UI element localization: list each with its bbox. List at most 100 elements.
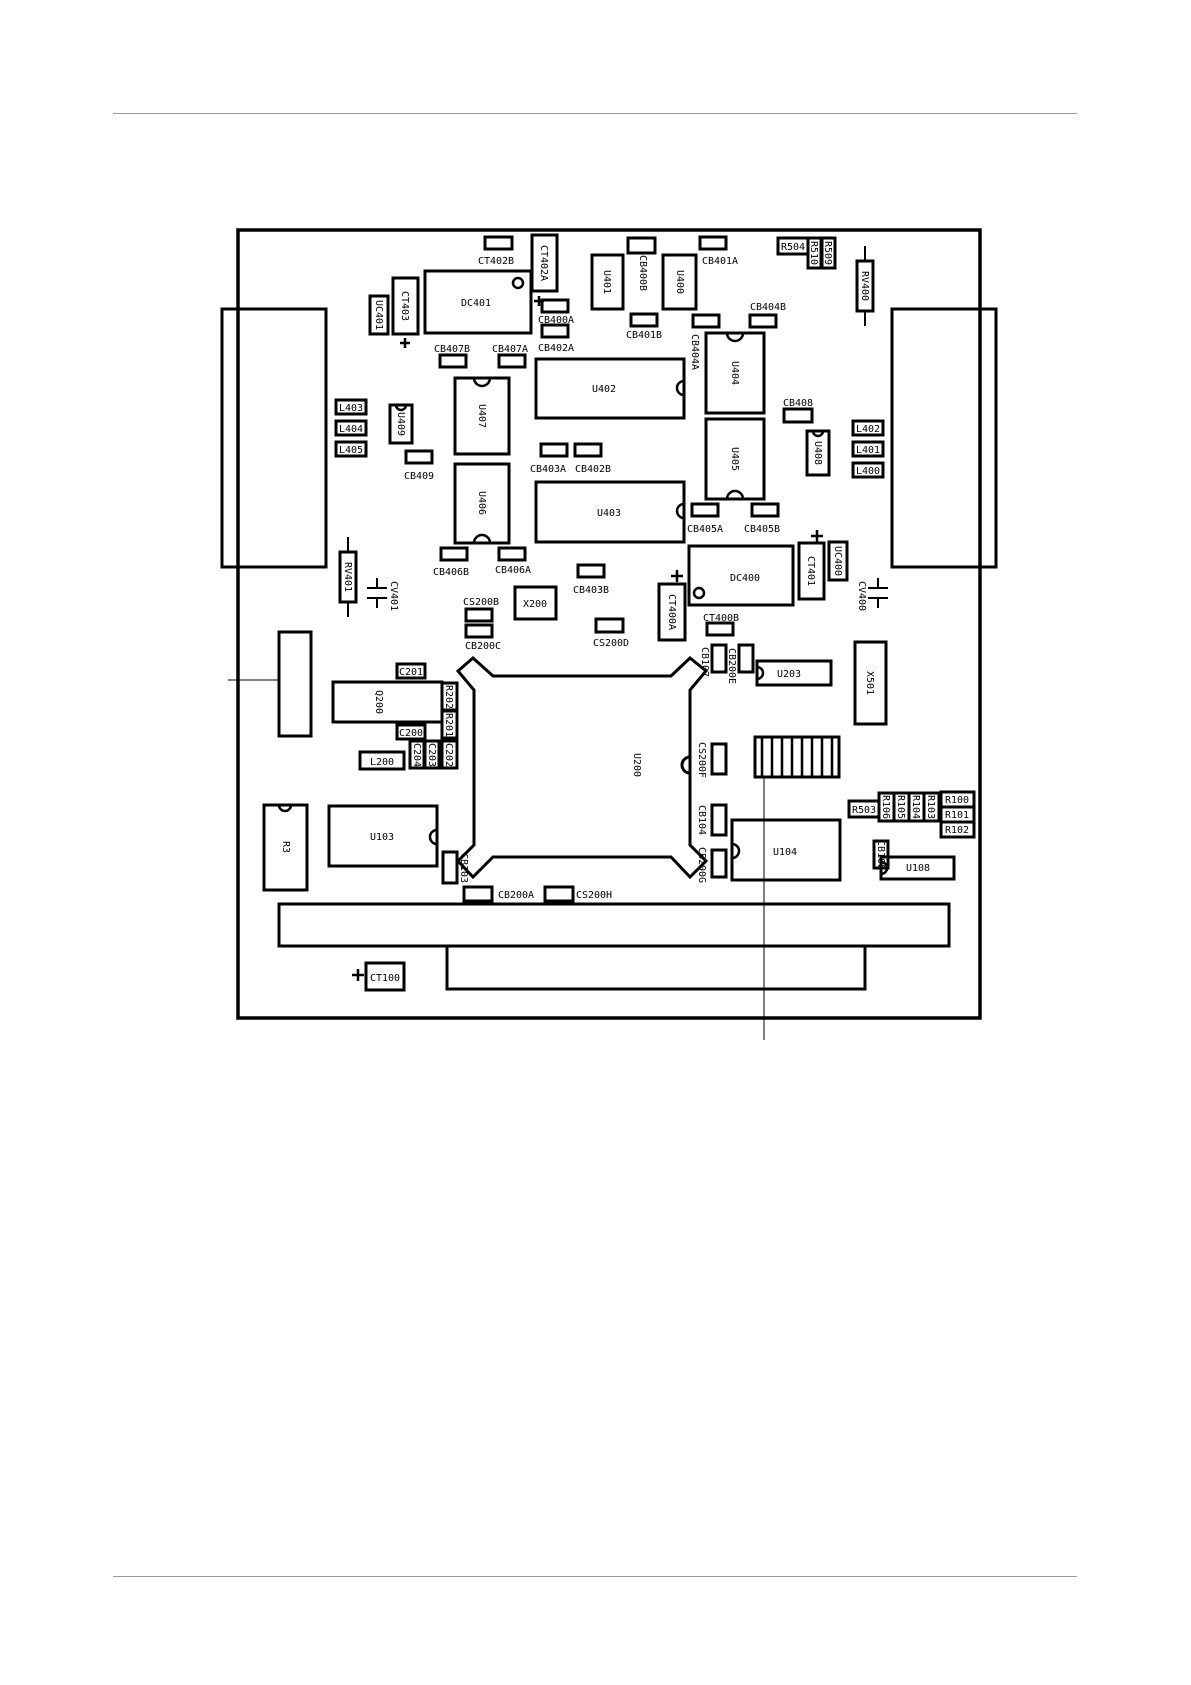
u200-notch [680,755,691,775]
ic-socket-pins [760,737,834,777]
c203-part [423,739,441,770]
cb409-part [404,449,434,465]
cb406a-label: CB406A [495,565,531,576]
ct400a-plus [671,570,683,582]
cs200f-part [710,742,728,776]
u200-chip-outline [455,655,709,880]
cb408-part [782,407,814,424]
board-outline [236,228,982,1020]
edge-connector-dsub [445,944,867,991]
dc401-label: DC401 [461,298,491,309]
u104-part [730,818,842,882]
cb404b-label: CB404B [750,302,786,313]
u408-label: U408 [812,441,823,465]
ct402b-label: CT402B [478,256,514,267]
ct403-part [391,276,420,336]
cb403b-label: CB403B [573,585,609,596]
u403-part [534,480,686,544]
c200-part [395,723,427,741]
connector-j1 [277,630,313,738]
u408-part [805,429,831,477]
l404-part [334,419,368,437]
ct403-plus [400,338,410,348]
l401-part [851,440,885,458]
u104-notch [731,842,741,860]
r105-label: R105 [895,795,906,819]
r510-label: R510 [808,241,819,265]
r100-label: R100 [945,795,969,806]
cb404a-part [691,313,721,329]
cb103-label: CB103 [458,853,469,883]
cs200b-part [464,607,494,623]
cv401-symbol [367,578,387,608]
ct401-part [797,541,826,601]
cs200b-label: CS200B [463,597,499,608]
ct402a-part [530,233,559,293]
u402-part [534,357,686,420]
l401-label: L401 [856,445,880,456]
cb405b-label: CB405B [744,524,780,535]
cb107-part [710,643,728,674]
cb406a-part [497,546,527,562]
cb406b-label: CB406B [433,567,469,578]
cb404a-label: CB404A [689,334,700,370]
x501-part [853,640,888,726]
cb200g-part [710,848,728,879]
cs200d-part [594,617,625,634]
cb200c-part [464,623,494,639]
l200-label: L200 [370,757,394,768]
c200-label: C200 [399,728,423,739]
cb407a-label: CB407A [492,344,528,355]
c202-label: C202 [443,743,454,767]
cb409-label: CB409 [404,471,434,482]
u203-notch [756,665,765,681]
cb401b-part [629,312,659,328]
r104-label: R104 [910,795,921,819]
cb408-label: CB408 [783,398,813,409]
r101-label: R101 [945,810,969,821]
u409-label: U409 [395,412,406,436]
dc400-label: DC400 [730,573,760,584]
ct100-label: CT100 [370,973,400,984]
cb402b-part [573,442,603,458]
l404-label: L404 [339,424,363,435]
u402-notch [675,379,685,397]
cb405b-part [750,502,780,518]
u407-label: U407 [476,404,487,428]
u405-label: U405 [729,447,740,471]
dc400-dot [692,586,706,600]
u406-label: U406 [476,491,487,515]
u103-notch [428,828,438,846]
l200-part [358,750,406,771]
cb200c-label: CB200C [465,641,501,652]
u401-part [590,253,625,311]
l400-part [851,461,885,479]
u405-part [704,417,766,501]
c201-label: C201 [399,667,423,678]
cb400b-label: CB400B [637,255,648,291]
cs200h-label: CS200H [576,890,612,901]
cs200f-label: CS200F [696,742,707,778]
cb200a-part [462,885,494,903]
uc401-label: UC401 [373,300,384,330]
l402-label: L402 [856,424,880,435]
u108-label: U108 [906,863,930,874]
cb405a-part [690,502,720,518]
r201-label: R201 [443,713,454,737]
l403-part [334,398,368,416]
cb402b-label: CB402B [575,464,611,475]
u409-notch [394,404,408,412]
r509-part [820,236,837,270]
u407-part [453,376,511,456]
r509-label: R509 [822,241,833,265]
q200-part [331,680,444,724]
cs200d-label: CS200D [593,638,629,649]
u203-label: U203 [777,669,801,680]
cv400-symbol [868,578,888,608]
edge-connector-strip [277,902,951,948]
u402-label: U402 [592,384,616,395]
u404-label: U404 [729,361,740,385]
u108-part [879,855,956,881]
cb400a-part [540,298,570,314]
cb108-label: CB108 [875,840,886,870]
